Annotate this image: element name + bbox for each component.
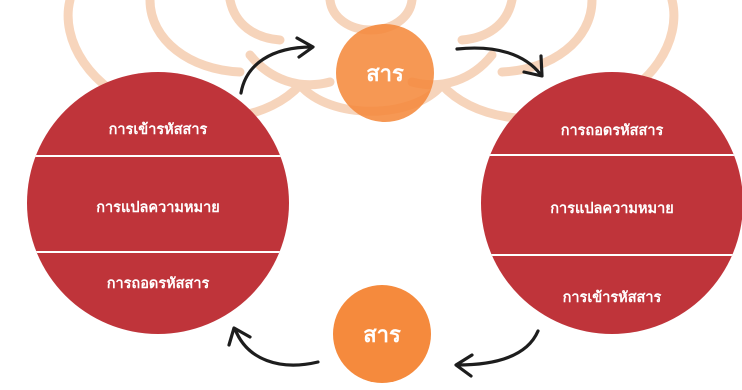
- arrow-left-to-top-icon: [241, 38, 313, 93]
- arrow-right-to-bottom-icon: [456, 331, 538, 376]
- arrow-bottom-to-left-icon: [229, 328, 318, 365]
- arrow-top-to-right-icon: [457, 48, 542, 76]
